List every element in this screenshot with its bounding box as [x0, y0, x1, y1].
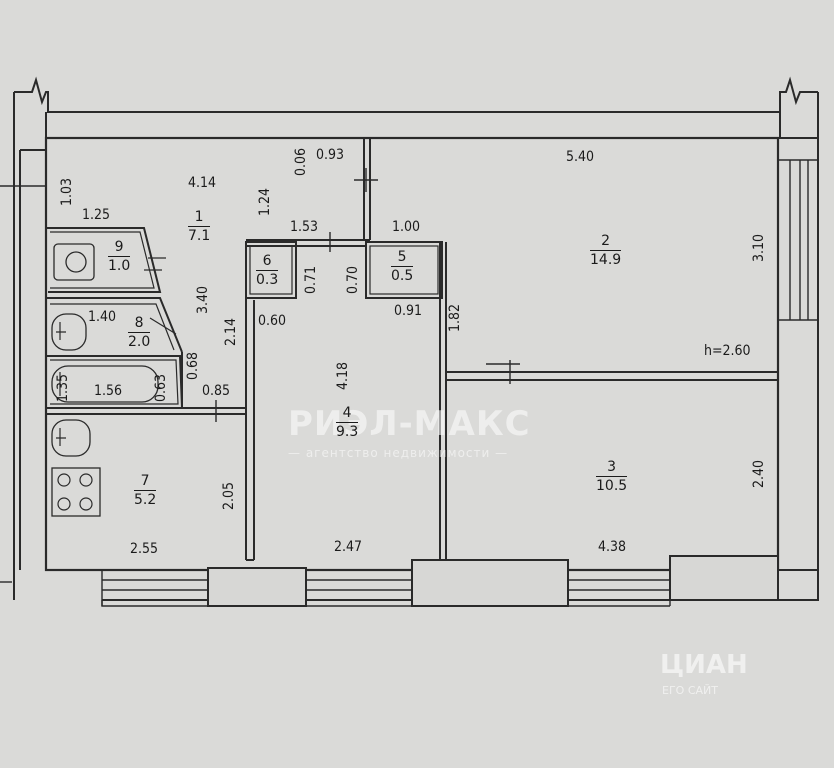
dim-2-05: 2.05	[221, 481, 237, 510]
room-area: 10.5	[596, 478, 628, 494]
dim-5-40: 5.40	[566, 149, 595, 165]
outer-wall-top	[14, 76, 818, 113]
dim-2-55: 2.55	[130, 541, 159, 557]
room-area: 5.2	[134, 492, 157, 508]
dim-0-60: 0.60	[258, 313, 287, 329]
wall-4-3	[439, 242, 447, 560]
dim-2-14: 2.14	[223, 317, 239, 346]
room-area: 0.5	[391, 268, 414, 284]
dim-3-40: 3.40	[195, 285, 211, 314]
dim-0-68: 0.68	[185, 351, 201, 380]
dim-4-18: 4.18	[335, 361, 351, 390]
dim-0-06: 0.06	[293, 147, 309, 176]
room-label-1: 1 7.1	[188, 210, 211, 244]
room-area: 1.0	[108, 258, 131, 274]
dim-1-40: 1.40	[88, 309, 117, 325]
room-number: 3	[596, 460, 628, 477]
sink-7	[51, 419, 91, 457]
room-number: 9	[108, 240, 131, 257]
room-label-6: 6 0.3	[256, 254, 279, 288]
dim-1-35: 1.35	[55, 373, 71, 402]
bath-9	[46, 227, 162, 293]
dim-1-00: 1.00	[392, 219, 421, 235]
room-label-2: 2 14.9	[590, 234, 622, 268]
wall-2-3	[446, 371, 778, 381]
agency-watermark: РИЭЛ-МАКС	[288, 404, 531, 444]
room-area: 9.3	[336, 424, 359, 440]
dim-0-70: 0.70	[345, 265, 361, 294]
cian-watermark-subtitle: ЕГО САЙТ	[662, 684, 718, 697]
cian-watermark: ЦИАН	[660, 650, 748, 680]
dim-1-25: 1.25	[82, 207, 111, 223]
room-number: 7	[134, 474, 157, 491]
stove	[51, 467, 101, 517]
closet-5	[365, 241, 443, 299]
dim-1-03: 1.03	[59, 177, 75, 206]
room-label-7: 7 5.2	[134, 474, 157, 508]
wall-7-4	[245, 242, 255, 560]
dim-0-91: 0.91	[394, 303, 423, 319]
room-label-8: 8 2.0	[128, 316, 151, 350]
dim-0-85: 0.85	[202, 383, 231, 399]
exterior-wall-right	[102, 92, 819, 601]
dim-1-82: 1.82	[447, 303, 463, 332]
dim-0-63: 0.63	[153, 373, 169, 402]
sink-8	[51, 313, 87, 351]
room-number: 2	[590, 234, 622, 251]
room-area: 0.3	[256, 272, 279, 288]
dim-2-40: 2.40	[751, 459, 767, 488]
wall-1-2	[363, 138, 371, 240]
bath-8	[46, 297, 183, 353]
dim-4-38: 4.38	[598, 539, 627, 555]
room-label-3: 3 10.5	[596, 460, 628, 494]
dim-2-47: 2.47	[334, 539, 363, 555]
dim-3-10: 3.10	[751, 233, 767, 262]
room-number: 6	[256, 254, 279, 271]
dim-0-71: 0.71	[303, 265, 319, 294]
room-area: 7.1	[188, 228, 211, 244]
room-number: 4	[336, 406, 359, 423]
room-area: 14.9	[590, 252, 622, 268]
toilet	[53, 243, 95, 281]
room-number: 8	[128, 316, 151, 333]
dim-ceiling-height: h=2.60	[704, 343, 751, 359]
dim-1-53: 1.53	[290, 219, 319, 235]
agency-watermark-subtitle: — агентство недвижимости —	[288, 446, 509, 460]
room-area: 2.0	[128, 334, 151, 350]
window-room-2	[778, 159, 818, 321]
dim-0-93: 0.93	[316, 147, 345, 163]
bathtub	[51, 365, 159, 403]
room-label-4: 4 9.3	[336, 406, 359, 440]
room-label-9: 9 1.0	[108, 240, 131, 274]
room-number: 5	[391, 250, 414, 267]
room-label-5: 5 0.5	[391, 250, 414, 284]
dim-1-56: 1.56	[94, 383, 123, 399]
dim-1-24: 1.24	[257, 187, 273, 216]
dim-4-14: 4.14	[188, 175, 217, 191]
room-number: 1	[188, 210, 211, 227]
